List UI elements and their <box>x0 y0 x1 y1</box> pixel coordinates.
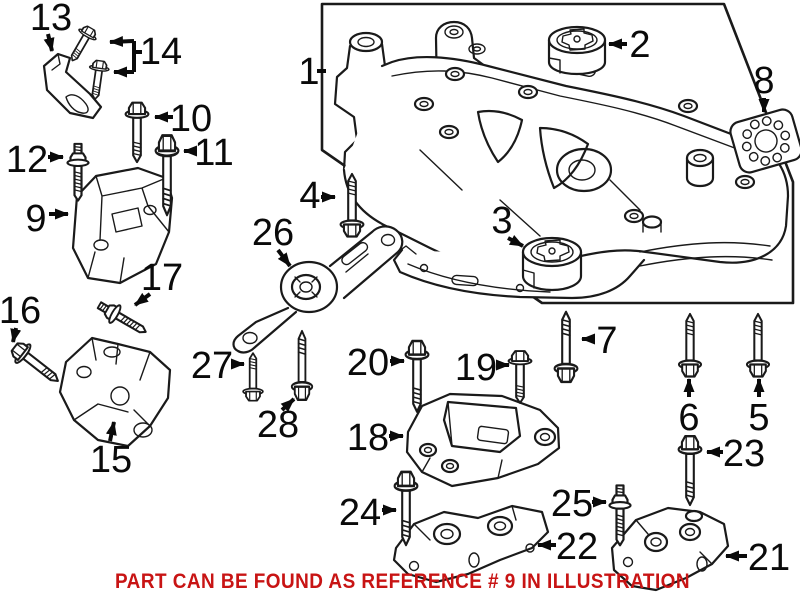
callout-9-label: 9 <box>25 198 46 240</box>
callout-27-label: 27 <box>191 345 233 387</box>
part-bolt-19 <box>507 350 533 405</box>
callout-4-label: 4 <box>299 175 320 217</box>
callout-26: 26 <box>252 212 294 268</box>
part-bolt-23 <box>677 434 703 507</box>
callout-23-label: 23 <box>723 433 765 475</box>
part-bolt-6 <box>677 312 703 378</box>
callout-5-label: 5 <box>748 397 769 439</box>
callout-8-label: 8 <box>753 60 774 102</box>
callout-23: 23 <box>706 433 765 475</box>
callout-19: 19 <box>455 347 510 389</box>
callout-9: 9 <box>25 198 69 240</box>
callout-19-label: 19 <box>455 347 497 389</box>
illustration-box-item-1 <box>320 2 795 305</box>
callout-10-label: 10 <box>170 98 212 140</box>
callout-2-label: 2 <box>629 24 650 66</box>
part-support-bracket-21 <box>610 506 730 592</box>
callout-27: 27 <box>191 345 245 387</box>
callout-17-label: 17 <box>141 257 183 299</box>
callout-3: 3 <box>491 200 524 248</box>
callout-6: 6 <box>678 378 700 439</box>
callout-25-label: 25 <box>551 483 593 525</box>
callout-25: 25 <box>551 483 607 525</box>
reference-caption: PART CAN BE FOUND AS REFERENCE # 9 IN IL… <box>115 570 690 593</box>
part-mount-bushing-3 <box>521 236 583 292</box>
callout-5: 5 <box>748 378 770 439</box>
callout-18-label: 18 <box>347 417 389 459</box>
callout-11: 11 <box>183 132 234 174</box>
callout-22-label: 22 <box>556 526 598 568</box>
part-subframe-crossmember <box>333 20 790 300</box>
part-bolt-16 <box>6 337 66 391</box>
callout-28: 28 <box>257 397 299 446</box>
callout-2: 2 <box>608 24 651 66</box>
callout-15: 15 <box>90 421 132 481</box>
part-bolt-10 <box>124 101 150 164</box>
callout-11-label: 11 <box>194 132 233 174</box>
part-bolt-27 <box>242 352 264 402</box>
callout-1: 1 <box>298 51 326 93</box>
callout-6-label: 6 <box>678 397 699 439</box>
part-engine-mount <box>71 166 174 285</box>
callout-8: 8 <box>753 60 775 113</box>
part-transmission-mount <box>405 392 561 488</box>
callout-16: 16 <box>0 290 41 343</box>
callout-14: 14 <box>109 31 182 78</box>
callout-3-label: 3 <box>491 200 512 242</box>
callout-24: 24 <box>339 492 397 534</box>
callout-24-label: 24 <box>339 492 381 534</box>
callout-28-label: 28 <box>257 404 299 446</box>
callout-7-label: 7 <box>596 320 617 362</box>
part-support-bracket-15 <box>58 336 172 448</box>
callout-4: 4 <box>299 175 336 217</box>
part-shim-plate <box>729 108 800 174</box>
callout-10: 10 <box>154 98 212 140</box>
callout-16-label: 16 <box>0 290 41 332</box>
callout-18: 18 <box>347 417 404 459</box>
part-bolt-20 <box>404 339 430 413</box>
callout-1-label: 1 <box>298 51 319 93</box>
callout-13-label: 13 <box>30 0 72 39</box>
part-small-bracket-13 <box>42 52 103 120</box>
callout-21-label: 21 <box>748 537 790 579</box>
part-bolt-28 <box>290 329 314 402</box>
callout-17: 17 <box>133 257 183 307</box>
callout-26-label: 26 <box>252 212 294 254</box>
part-torque-arm-mount <box>232 225 404 354</box>
callout-22: 22 <box>537 526 598 568</box>
callout-20-label: 20 <box>347 342 389 384</box>
callout-12-label: 12 <box>6 139 48 181</box>
callout-20: 20 <box>347 342 405 384</box>
part-mount-bushing-2 <box>547 25 607 76</box>
callout-13: 13 <box>30 0 72 52</box>
part-bolt-5 <box>745 312 771 378</box>
callout-12: 12 <box>6 139 64 181</box>
callout-7: 7 <box>581 320 618 362</box>
part-stud-17 <box>93 295 152 342</box>
part-bolt-7 <box>553 310 579 384</box>
callout-21: 21 <box>725 537 790 579</box>
callout-15-label: 15 <box>90 439 132 481</box>
callout-14-label: 14 <box>140 31 182 73</box>
